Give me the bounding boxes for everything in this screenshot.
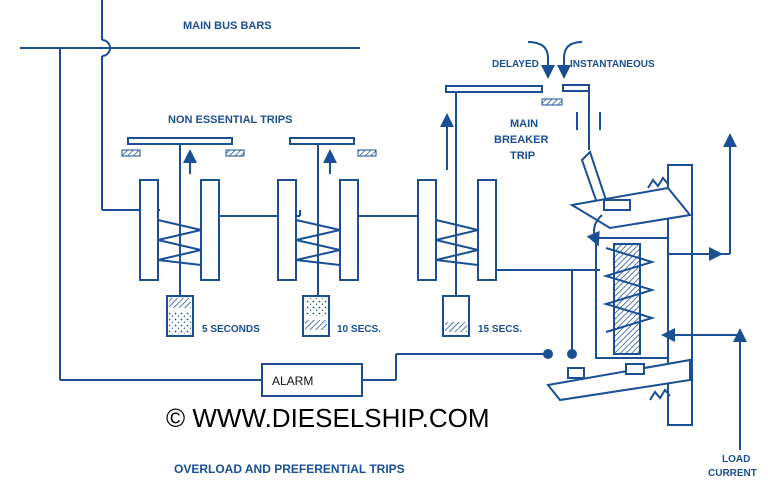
relay-10-secs bbox=[277, 137, 421, 337]
relay-3-time-label: 15 SECS. bbox=[478, 324, 522, 335]
load-label-line2: CURRENT bbox=[708, 468, 757, 479]
latch-block-4 bbox=[541, 98, 563, 106]
relay-2-time-label: 10 SECS. bbox=[337, 324, 381, 335]
instantaneous-arrow bbox=[557, 41, 583, 79]
alarm-contact-right bbox=[567, 349, 577, 359]
latch-block-1 bbox=[121, 149, 141, 157]
alarm-circuit bbox=[362, 270, 573, 381]
latch-block-2 bbox=[225, 149, 245, 157]
breaker-label-line2: BREAKER bbox=[494, 134, 548, 146]
main-breaker-mechanism bbox=[546, 133, 747, 450]
alarm-label: ALARM bbox=[272, 374, 313, 388]
main-bus-bars bbox=[20, 0, 360, 381]
watermark-text: © WWW.DIESELSHIP.COM bbox=[166, 403, 490, 433]
latch-block-3 bbox=[357, 149, 377, 157]
non-essential-label: NON ESSENTIAL TRIPS bbox=[168, 114, 292, 126]
breaker-label-line3: TRIP bbox=[510, 150, 535, 162]
relay-15-secs bbox=[417, 85, 600, 337]
alarm-box bbox=[261, 363, 363, 397]
relay-1-time-label: 5 SECONDS bbox=[202, 324, 260, 335]
relay-5-seconds bbox=[127, 137, 301, 337]
breaker-label-line1: MAIN bbox=[510, 118, 538, 130]
alarm-contact-left bbox=[543, 349, 553, 359]
instantaneous-label: INSTANTANEOUS bbox=[570, 59, 655, 70]
delayed-arrow bbox=[527, 41, 555, 79]
delayed-label: DELAYED bbox=[492, 59, 539, 70]
instantaneous-trip-element bbox=[562, 84, 601, 150]
bus-bars-label: MAIN BUS BARS bbox=[183, 20, 272, 32]
diagram-caption: OVERLOAD AND PREFERENTIAL TRIPS bbox=[174, 462, 405, 476]
load-label-line1: LOAD bbox=[722, 454, 750, 465]
